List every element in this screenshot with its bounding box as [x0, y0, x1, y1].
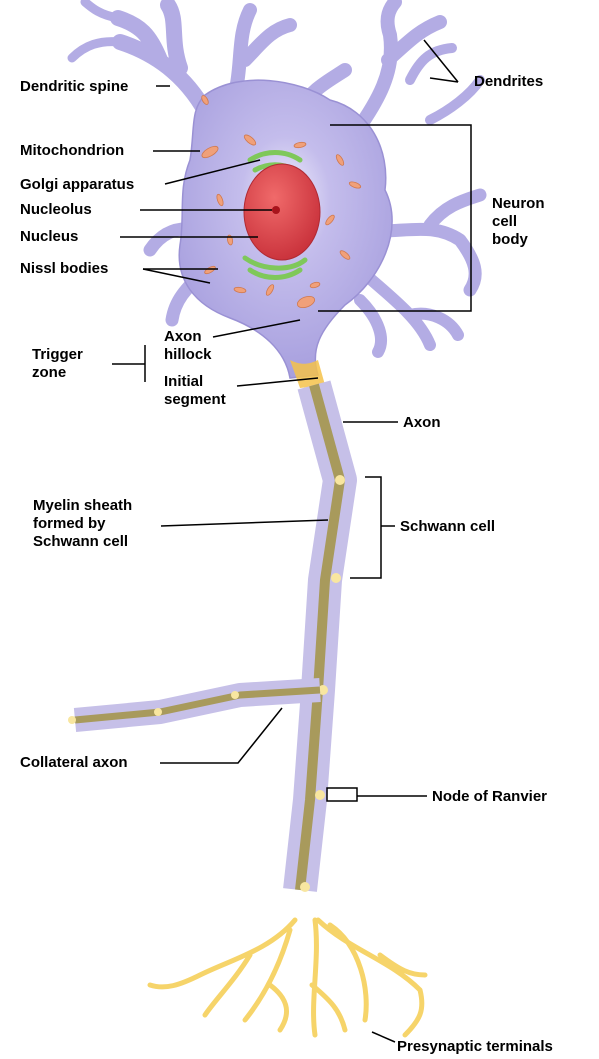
presynaptic-terminals-label: Presynaptic terminals [397, 1038, 553, 1056]
initial-segment-label: Initial segment [164, 373, 226, 409]
neuron-cell-body-label: Neuron cell body [492, 195, 545, 249]
collateral-axon [68, 690, 320, 724]
golgi-apparatus-label: Golgi apparatus [20, 176, 134, 194]
nissl-bodies-label: Nissl bodies [20, 260, 108, 278]
node-of-ranvier-label: Node of Ranvier [432, 788, 547, 806]
mitochondrion-label: Mitochondrion [20, 142, 124, 160]
main-axon [300, 385, 345, 892]
myelin-sheath-label: Myelin sheath formed by Schwann cell [33, 497, 132, 551]
schwann-cell-label: Schwann cell [400, 518, 495, 536]
trigger-zone-label: Trigger zone [32, 346, 83, 382]
presynaptic-terminals [150, 920, 425, 1035]
nucleolus [272, 206, 280, 214]
collateral-axon-label: Collateral axon [20, 754, 128, 772]
dendritic-spine-label: Dendritic spine [20, 78, 128, 96]
nucleus [244, 164, 320, 260]
axon-label: Axon [403, 414, 441, 432]
axon-hillock-label: Axon hillock [164, 328, 212, 364]
nucleus-label: Nucleus [20, 228, 78, 246]
nucleolus-label: Nucleolus [20, 201, 92, 219]
dendrites-label: Dendrites [474, 73, 543, 91]
